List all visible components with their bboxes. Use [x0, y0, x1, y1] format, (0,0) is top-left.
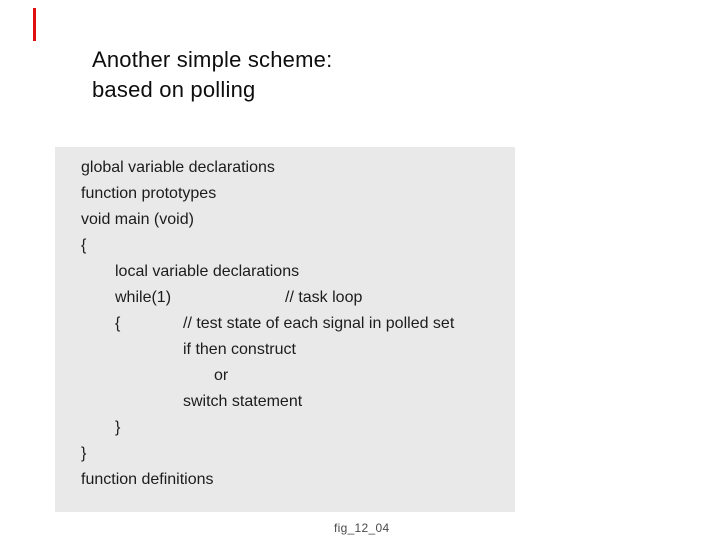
code-line: } [55, 415, 515, 441]
code-line: or [55, 363, 515, 389]
code-line: while(1) // task loop [55, 285, 515, 311]
code-line: function prototypes [55, 181, 515, 207]
code-line: if then construct [55, 337, 515, 363]
code-line: function definitions [55, 467, 515, 493]
code-text: switch statement [183, 393, 303, 410]
code-box: global variable declarations function pro… [55, 147, 515, 512]
code-line: } [55, 441, 515, 467]
code-line: global variable declarations [55, 155, 515, 181]
code-line: { // test state of each signal in polled … [55, 311, 515, 337]
slide-title: Another simple scheme: based on polling [92, 45, 332, 105]
slide-title-line-2: based on polling [92, 77, 256, 102]
code-text: function prototypes [81, 185, 217, 202]
code-line: switch statement [55, 389, 515, 415]
code-text: while(1) [115, 289, 172, 306]
code-comment: // task loop [285, 289, 363, 306]
code-lines: global variable declarations function pro… [55, 155, 515, 493]
code-text: global variable declarations [81, 159, 275, 176]
code-line: void main (void) [55, 207, 515, 233]
code-text: or [214, 367, 229, 384]
code-line: { [55, 233, 515, 259]
code-text: { [81, 237, 87, 254]
code-comment: // test state of each signal in polled s… [183, 315, 455, 332]
figure-caption: fig_12_04 [334, 521, 390, 535]
slide-title-line-1: Another simple scheme: [92, 47, 333, 72]
code-line: local variable declarations [55, 259, 515, 285]
code-text: } [115, 419, 121, 436]
code-text: } [81, 445, 87, 462]
code-text: local variable declarations [115, 263, 300, 280]
red-accent-line [33, 8, 36, 41]
code-text: if then construct [183, 341, 296, 358]
code-text: function definitions [81, 471, 214, 488]
code-text: void main (void) [81, 211, 194, 228]
code-text: { [115, 315, 121, 332]
